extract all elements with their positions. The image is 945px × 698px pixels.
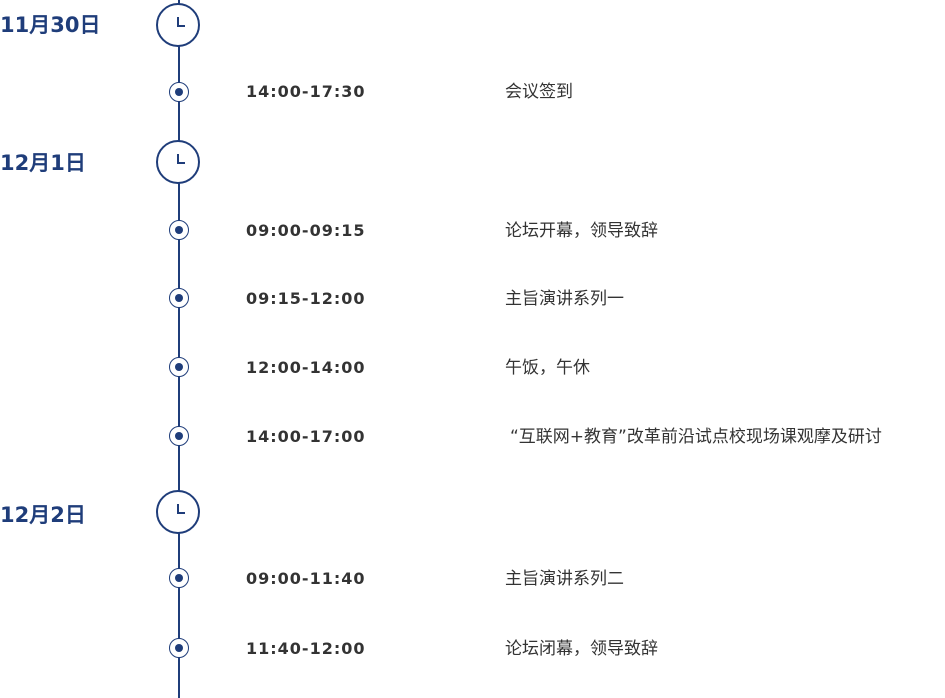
timeline-dot-icon <box>169 220 189 240</box>
event-title: 午饭，午休 <box>505 358 590 378</box>
timeline-dot-icon <box>169 638 189 658</box>
timeline-line <box>178 0 180 698</box>
event-time: 14:00-17:30 <box>246 82 366 101</box>
timeline-dot-icon <box>169 82 189 102</box>
event-title: 论坛开幕，领导致辞 <box>505 221 658 241</box>
timeline-dot-icon <box>169 288 189 308</box>
event-time: 09:00-09:15 <box>246 221 366 240</box>
clock-icon <box>156 3 200 47</box>
clock-icon <box>156 140 200 184</box>
event-time: 14:00-17:00 <box>246 427 366 446</box>
timeline-dot-icon <box>169 426 189 446</box>
date-label-dec-2: 12月2日 <box>0 503 86 527</box>
date-label-dec-1: 12月1日 <box>0 151 86 175</box>
event-time: 11:40-12:00 <box>246 639 366 658</box>
timeline-dot-icon <box>169 357 189 377</box>
event-title: 主旨演讲系列一 <box>505 289 624 309</box>
event-time: 09:15-12:00 <box>246 289 366 308</box>
event-title: 会议签到 <box>505 82 573 102</box>
date-label-nov-30: 11月30日 <box>0 13 101 37</box>
event-title: “互联网+教育”改革前沿试点校现场课观摩及研讨 <box>510 427 882 447</box>
event-title: 论坛闭幕，领导致辞 <box>505 639 658 659</box>
clock-icon <box>156 490 200 534</box>
event-title: 主旨演讲系列二 <box>505 569 624 589</box>
event-time: 12:00-14:00 <box>246 358 366 377</box>
timeline-dot-icon <box>169 568 189 588</box>
event-time: 09:00-11:40 <box>246 569 366 588</box>
